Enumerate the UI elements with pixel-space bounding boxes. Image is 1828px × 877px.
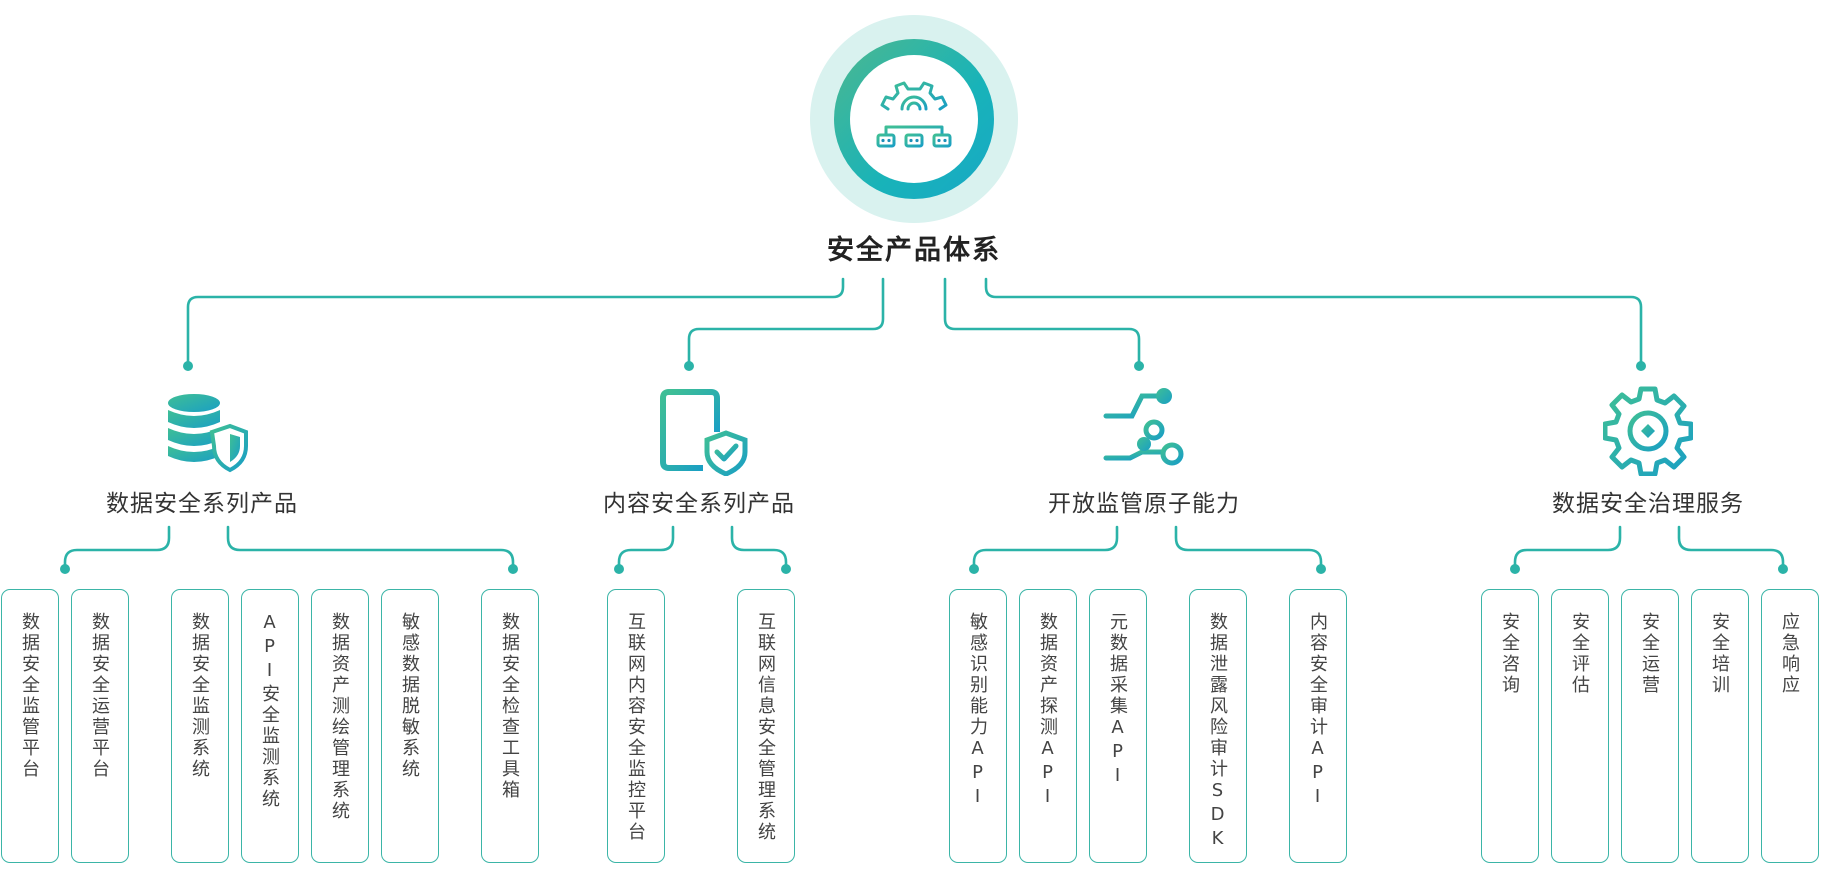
gear-network-icon — [876, 81, 952, 148]
root-badge — [810, 15, 1018, 223]
leaf-label: 互联网内容安全监控平台 — [625, 612, 646, 843]
circuit-nodes-icon — [1103, 388, 1184, 466]
leaf-label: 元数据采集API — [1107, 612, 1128, 789]
leaf-label: 数据资产探测API — [1037, 612, 1058, 810]
connector-cat2-left — [617, 525, 675, 571]
leaf-box: 数据安全检查工具箱 — [481, 589, 539, 863]
leaf-box: 数据安全运营平台 — [71, 589, 129, 863]
leaf-label: 数据资产测绘管理系统 — [329, 612, 350, 822]
connector-cat4-left — [1513, 525, 1622, 571]
leaf-label: 数据安全检查工具箱 — [499, 612, 520, 801]
leaf-box: 安全评估 — [1551, 589, 1609, 863]
leaf-box: 数据安全监测系统 — [171, 589, 229, 863]
connector-cat4-right — [1677, 525, 1785, 571]
leaf-box: 元数据采集API — [1089, 589, 1147, 863]
leaf-label: 数据安全运营平台 — [89, 612, 110, 780]
leaf-label: 敏感数据脱敏系统 — [399, 612, 420, 780]
leaf-box: 数据资产测绘管理系统 — [311, 589, 369, 863]
leaf-box: 安全咨询 — [1481, 589, 1539, 863]
leaf-label: 安全咨询 — [1499, 612, 1520, 696]
leaf-label: 数据泄露风险审计SDK — [1207, 612, 1228, 852]
leaf-box: 数据安全监管平台 — [1, 589, 59, 863]
connector-cat1-left — [63, 525, 171, 571]
leaf-label: 安全运营 — [1639, 612, 1660, 696]
leaf-label: 安全评估 — [1569, 612, 1590, 696]
category-label-data-security: 数据安全系列产品 — [106, 491, 298, 517]
category-label-governance-service: 数据安全治理服务 — [1552, 491, 1744, 517]
leaf-box: 内容安全审计API — [1289, 589, 1347, 863]
leaf-box: 安全运营 — [1621, 589, 1679, 863]
connector-root-cat4 — [984, 277, 1643, 368]
database-shield-icon — [168, 394, 248, 473]
leaf-box: API安全监测系统 — [241, 589, 299, 863]
leaf-label: 互联网信息安全管理系统 — [755, 612, 776, 843]
gear-target-icon — [1603, 386, 1693, 476]
document-shield-icon — [660, 389, 748, 476]
leaf-label: 应急响应 — [1779, 612, 1800, 696]
connector-root-cat3 — [943, 277, 1141, 368]
leaf-box: 敏感识别能力API — [949, 589, 1007, 863]
leaf-label: 数据安全监测系统 — [189, 612, 210, 780]
leaf-label: 数据安全监管平台 — [19, 612, 40, 780]
connector-cat1-right — [226, 525, 515, 571]
leaf-box: 安全培训 — [1691, 589, 1749, 863]
root-inner-circle — [850, 55, 978, 183]
leaf-box: 应急响应 — [1761, 589, 1819, 863]
category-label-open-regulation: 开放监管原子能力 — [1048, 491, 1240, 517]
connector-root-cat1 — [186, 277, 845, 368]
leaf-box: 数据泄露风险审计SDK — [1189, 589, 1247, 863]
connector-cat3-right — [1174, 525, 1323, 571]
root-ring — [834, 39, 994, 199]
connector-root-cat2 — [687, 277, 885, 368]
leaf-box: 互联网内容安全监控平台 — [607, 589, 665, 863]
connector-cat2-right — [730, 525, 788, 571]
leaf-box: 互联网信息安全管理系统 — [737, 589, 795, 863]
category-label-content-security: 内容安全系列产品 — [603, 491, 795, 517]
leaf-box: 数据资产探测API — [1019, 589, 1077, 863]
leaf-label: 敏感识别能力API — [967, 612, 988, 810]
leaf-label: 内容安全审计API — [1307, 612, 1328, 810]
leaf-box: 敏感数据脱敏系统 — [381, 589, 439, 863]
connector-cat3-left — [972, 525, 1119, 571]
root-title: 安全产品体系 — [827, 235, 1001, 266]
leaf-label: API安全监测系统 — [259, 612, 280, 810]
leaf-label: 安全培训 — [1709, 612, 1730, 696]
